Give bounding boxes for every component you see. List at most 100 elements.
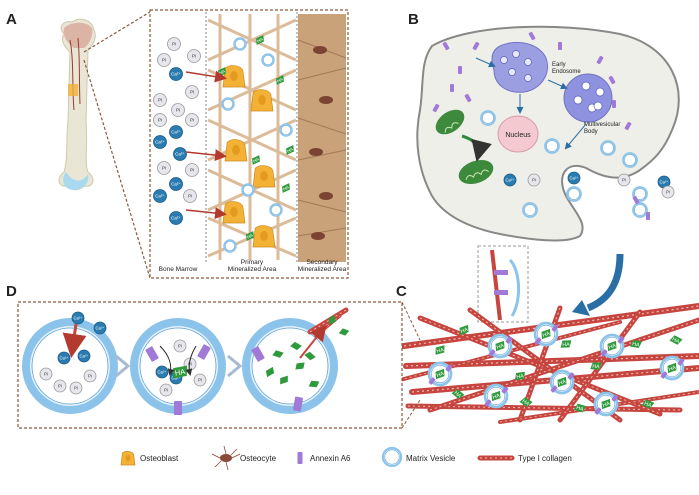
hydroxyapatite-crystal: HA [557, 376, 567, 388]
matrix-vesicle [261, 53, 275, 67]
annexin-a6 [428, 377, 436, 385]
svg-text:HA: HA [562, 342, 570, 348]
legend-label-collagen: Type I collagen [518, 454, 572, 463]
calcium-ion: Ca²⁺ [503, 173, 517, 187]
matrix-vesicle [632, 202, 648, 218]
legend-label-osteocyte: Osteocyte [240, 454, 277, 463]
phosphate-ion: Pi [185, 113, 199, 127]
annexin-a6 [608, 75, 616, 85]
osteoblast [252, 165, 276, 188]
svg-text:Pi: Pi [188, 194, 192, 199]
hydroxyapatite-crystal: HA [515, 371, 525, 380]
osteoblast [250, 89, 274, 112]
multivesicular-body [563, 73, 613, 123]
matrix-vesicle [221, 97, 235, 111]
svg-text:Ca²⁺: Ca²⁺ [171, 72, 181, 77]
annexin-a6 [632, 195, 640, 205]
annexin-a6 [442, 41, 450, 51]
hydroxyapatite-crystal [308, 380, 320, 388]
annexin-a6 [551, 324, 559, 332]
phosphate-ion: Pi [527, 173, 541, 187]
hydroxyapatite-crystal: HA [276, 75, 284, 85]
annexin-a6 [297, 452, 303, 464]
panel-label-b: B [408, 11, 419, 28]
svg-text:HA: HA [575, 405, 584, 413]
hydroxyapatite-crystal: HA [573, 403, 587, 413]
annexin-a6 [174, 401, 182, 415]
annexin-a6 [596, 55, 604, 65]
phosphate-ion: Pi [167, 37, 181, 51]
hydroxyapatite-crystal: HA [641, 399, 655, 409]
svg-text:Pi: Pi [192, 54, 196, 59]
svg-text:HA: HA [608, 343, 617, 351]
hydroxyapatite-crystal [265, 366, 275, 378]
hydroxyapatite-crystal: HA [282, 183, 290, 193]
annexin-a6 [501, 386, 509, 394]
svg-text:HA: HA [492, 393, 501, 401]
matrix-vesicle [566, 186, 582, 202]
secondary-mineralized-area [297, 14, 347, 262]
calcium-ion: Ca²⁺ [173, 147, 187, 161]
matrix-vesicle [544, 138, 560, 154]
panel-label-d: D [6, 283, 17, 300]
osteoblast [120, 451, 136, 466]
svg-text:Ca²⁺: Ca²⁺ [175, 152, 185, 157]
phosphate-ion: Pi [53, 379, 67, 393]
endosome-arrows [475, 57, 587, 150]
hydroxyapatite-crystal: HA [590, 362, 602, 370]
svg-text:HA: HA [453, 390, 463, 400]
svg-text:Pi: Pi [190, 118, 194, 123]
svg-text:HA: HA [246, 233, 254, 240]
svg-text:Ca²⁺: Ca²⁺ [506, 177, 515, 182]
svg-text:HA: HA [174, 367, 186, 378]
annexin-a6 [484, 399, 492, 407]
panel-label-c: C [396, 283, 407, 300]
annexin-a6 [624, 121, 632, 131]
hydroxyapatite-crystal: HA [246, 231, 254, 241]
svg-text:HA: HA [516, 373, 525, 380]
hydroxyapatite-crystal: HA [560, 340, 572, 348]
phosphate-ion: Pi [661, 185, 675, 199]
svg-text:Pi: Pi [158, 98, 162, 103]
hydroxyapatite-crystal [295, 362, 305, 370]
label-nucleus: Nucleus [505, 132, 531, 139]
phosphate-ion: Pi [173, 339, 187, 353]
phosphate-ion: Pi [193, 373, 207, 387]
svg-text:Pi: Pi [190, 90, 194, 95]
annexin-group-b [432, 31, 650, 220]
annexin-a6 [534, 337, 542, 345]
osteoblast [224, 139, 248, 162]
svg-text:Ca²⁺: Ca²⁺ [96, 325, 105, 330]
svg-text:Pi: Pi [188, 361, 192, 366]
svg-text:HA: HA [602, 401, 611, 409]
panel-label-a: A [6, 11, 17, 28]
phosphate-ion: Pi [157, 53, 171, 67]
hydroxyapatite-crystal: HA [601, 398, 611, 410]
legend-label-vesicle: Matrix Vesicle [406, 454, 456, 463]
svg-text:HA: HA [671, 336, 681, 345]
zoom-line-bottom [83, 59, 151, 279]
svg-text:HA: HA [286, 147, 294, 154]
svg-text:Pi: Pi [58, 383, 62, 388]
annexin-a6 [145, 346, 159, 362]
matrix-vesicle [241, 183, 255, 197]
matrix-vesicle [233, 37, 247, 51]
phosphate-ion: Pi [187, 49, 201, 63]
svg-text:Pi: Pi [176, 108, 180, 113]
annexin-a6 [472, 41, 480, 51]
phosphate-ion: Pi [83, 369, 97, 383]
annexin-a6 [251, 346, 265, 362]
stage-chevrons [115, 354, 243, 378]
mitochondrion-2 [458, 159, 494, 185]
hydroxyapatite-crystal: HA [667, 362, 677, 374]
annexin-a6 [488, 349, 496, 357]
annexin-a6 [450, 84, 454, 92]
svg-text:HA: HA [436, 347, 445, 355]
hydroxyapatite-crystal: HA [172, 365, 188, 379]
svg-text:HA: HA [632, 341, 641, 348]
annexin-a6 [567, 372, 575, 380]
